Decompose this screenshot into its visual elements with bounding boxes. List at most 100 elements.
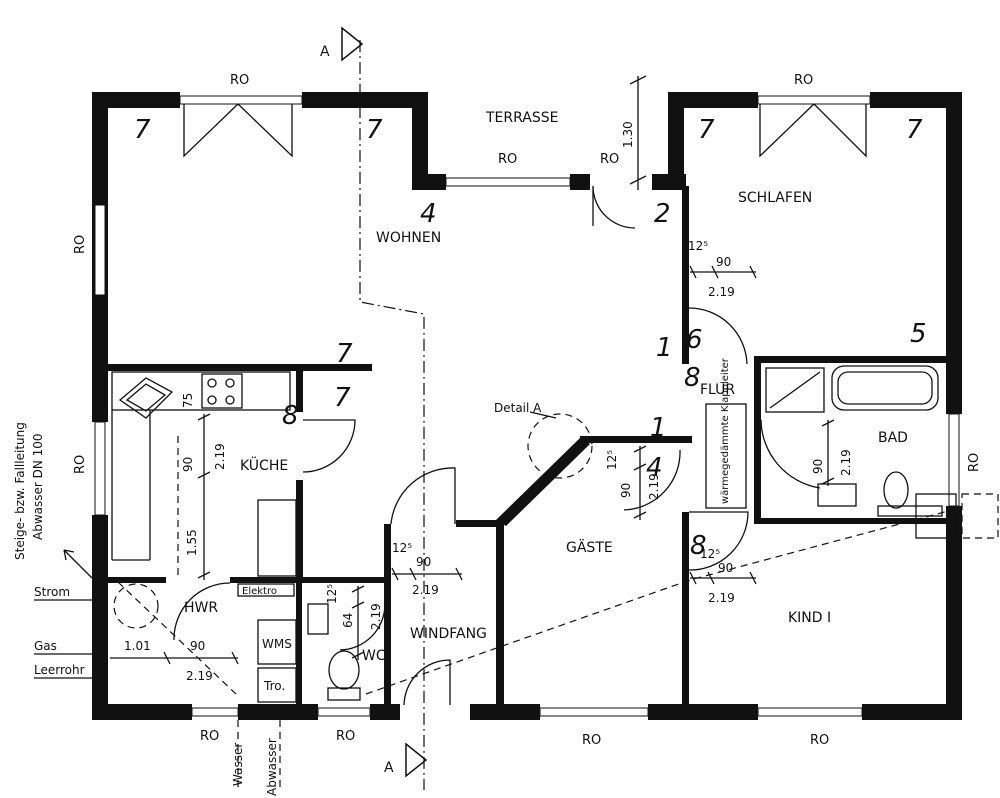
section-arrow-icon bbox=[341, 26, 364, 62]
wall-windfang-north bbox=[456, 520, 504, 527]
dim-kind-90: 90 bbox=[718, 561, 733, 575]
wall-bad-north bbox=[754, 356, 946, 363]
wall-west-lower bbox=[92, 515, 108, 720]
wall-north-west bbox=[92, 92, 180, 108]
room-labels: TERRASSE WOHNEN SCHLAFEN KÜCHE FLUR BAD … bbox=[184, 110, 908, 664]
dim-schlafen-125: 12⁵ bbox=[688, 239, 708, 253]
bad-toilet bbox=[883, 471, 909, 509]
wall-south-5 bbox=[648, 704, 758, 720]
detail-a-leader bbox=[529, 411, 557, 419]
wall-gaeste-north bbox=[580, 436, 692, 443]
dim-line-bad bbox=[821, 419, 835, 486]
section-arrow-icon bbox=[405, 742, 428, 778]
label-steige: Steige- bzw. Fallleitung bbox=[13, 422, 27, 560]
handwritten-mark: 1 bbox=[650, 413, 667, 443]
wall-south-4 bbox=[470, 704, 540, 720]
wall-north-mid bbox=[302, 92, 428, 108]
section-lines bbox=[117, 40, 953, 790]
wall-kueche-east bbox=[296, 480, 303, 580]
kitchen-counter-west bbox=[111, 410, 151, 561]
ro-label: RO bbox=[200, 729, 219, 744]
dim-kueche-155: 1.55 bbox=[185, 529, 199, 556]
room-hwr: HWR bbox=[184, 600, 218, 616]
window-north-schlafen bbox=[757, 95, 871, 105]
equipment-labels: Elektro WMS Tro. wärmegedämmte Klappleit… bbox=[242, 357, 731, 693]
room-bad: BAD bbox=[878, 430, 908, 446]
dim-windfang-219: 2.19 bbox=[412, 583, 439, 597]
kitchen-sink bbox=[118, 377, 174, 419]
fixtures bbox=[111, 365, 999, 703]
dim-line-windfang bbox=[391, 567, 463, 581]
wall-terrace-south-w bbox=[412, 174, 446, 190]
interior-walls bbox=[108, 186, 946, 704]
shower-diagonal bbox=[769, 371, 821, 409]
window-north-wohnen bbox=[179, 95, 303, 105]
handwritten-mark: 7 bbox=[334, 383, 351, 413]
external-shaft-dashed bbox=[961, 493, 999, 539]
dim-wc-219: 2.19 bbox=[369, 603, 383, 630]
door-wc bbox=[339, 603, 386, 651]
detail-a-circle bbox=[527, 413, 593, 479]
window-west-upper bbox=[94, 204, 106, 296]
label-detail-a: Detail A bbox=[494, 401, 542, 415]
handwritten-mark: 6 bbox=[686, 325, 703, 355]
door-gaeste bbox=[623, 449, 681, 511]
room-terrasse: TERRASSE bbox=[485, 110, 558, 126]
dim-line-kueche bbox=[197, 413, 211, 580]
attic-ladder bbox=[705, 403, 747, 509]
toilet bbox=[328, 650, 360, 690]
wall-east-upper bbox=[946, 92, 962, 414]
door-schlafen-terrace bbox=[759, 103, 867, 158]
bathtub bbox=[831, 365, 939, 411]
bad-sink bbox=[817, 483, 857, 507]
dim-line-schlafen bbox=[689, 265, 757, 279]
wall-west-pier bbox=[92, 292, 108, 300]
handwritten-mark: 4 bbox=[420, 199, 437, 229]
dim-line-hwr bbox=[110, 651, 239, 665]
dim-windfang-90: 90 bbox=[416, 555, 431, 569]
handwritten-mark: 5 bbox=[910, 319, 927, 349]
kitchen-tall-cabinet bbox=[257, 499, 297, 577]
label-wasser: Wasser bbox=[231, 743, 245, 786]
pipe-line-dashed bbox=[365, 509, 953, 695]
sink-basin bbox=[125, 383, 167, 412]
dim-schlafen-90: 90 bbox=[716, 255, 731, 269]
room-kueche: KÜCHE bbox=[240, 456, 288, 474]
ro-label: RO bbox=[967, 453, 982, 472]
dim-line-wc bbox=[351, 585, 365, 660]
stove bbox=[201, 373, 243, 409]
dim-bad-219: 2.19 bbox=[839, 449, 853, 476]
section-label-bottom: A bbox=[384, 760, 394, 776]
window-east-bad bbox=[948, 413, 960, 507]
handwritten-mark: 4 bbox=[646, 453, 663, 483]
room-flur: FLUR bbox=[700, 382, 735, 398]
door-wohnen-terrace-single bbox=[592, 185, 636, 229]
toilet-tank bbox=[327, 687, 361, 701]
bathtub-inner bbox=[837, 371, 933, 405]
bad-toilet-tank bbox=[877, 505, 943, 517]
handwritten-marks: 7 7 7 7 4 2 5 7 7 8 1 6 8 1 4 8 bbox=[134, 115, 927, 561]
ro-label: RO bbox=[73, 455, 88, 474]
annotations: Detail A Strom Gas Leerrohr Steige- bzw.… bbox=[13, 401, 542, 796]
label-wms: WMS bbox=[262, 637, 292, 651]
wall-terrace-west bbox=[412, 92, 428, 188]
handwritten-mark: 1 bbox=[656, 333, 673, 363]
ro-label: RO bbox=[810, 733, 829, 748]
dim-terrace-depth: 1.30 bbox=[621, 121, 635, 148]
dim-line-gaeste bbox=[633, 445, 647, 520]
dim-windfang-125: 12⁵ bbox=[392, 541, 412, 555]
door-hwr bbox=[173, 582, 231, 641]
ro-label: RO bbox=[73, 235, 88, 254]
dim-gaeste-90: 90 bbox=[619, 483, 633, 498]
label-abwasser: Abwasser bbox=[265, 738, 279, 796]
wall-gaeste-diagonal bbox=[496, 438, 590, 526]
wall-kind-north bbox=[754, 518, 946, 524]
wall-hwr-wc bbox=[296, 577, 302, 704]
room-windfang: WINDFANG bbox=[410, 626, 487, 642]
room-gaeste: GÄSTE bbox=[566, 538, 613, 556]
label-abwasser-dn: Abwasser DN 100 bbox=[31, 433, 45, 540]
handwritten-mark: 8 bbox=[282, 401, 299, 431]
ro-label: RO bbox=[336, 729, 355, 744]
section-line-a bbox=[359, 40, 425, 790]
